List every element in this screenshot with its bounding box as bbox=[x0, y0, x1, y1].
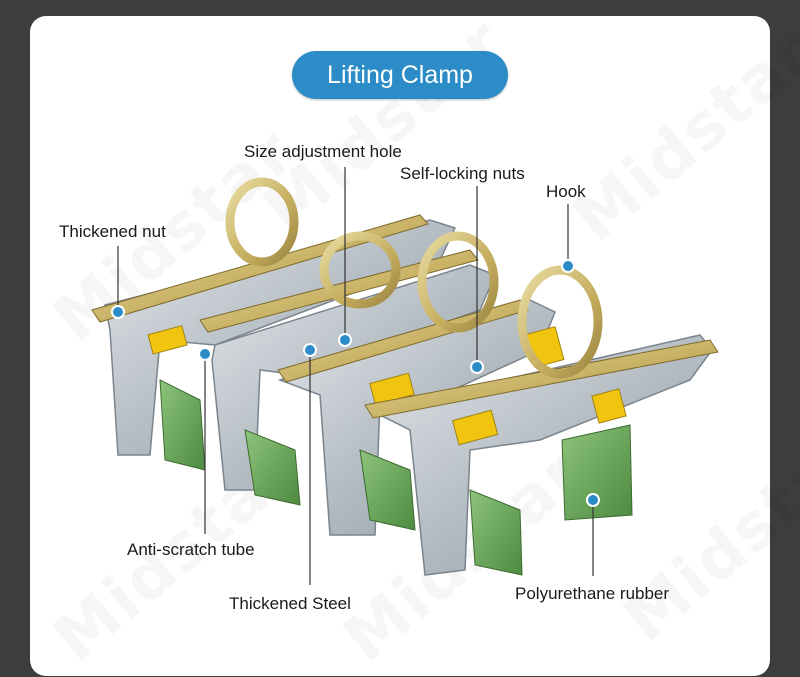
label-hook: Hook bbox=[546, 182, 586, 201]
clamp-3 bbox=[277, 231, 556, 536]
label-anti-scratch-tube: Anti-scratch tube bbox=[127, 540, 255, 559]
marker-dots bbox=[111, 259, 600, 507]
clamp-2 bbox=[199, 231, 496, 506]
clamp-4 bbox=[364, 265, 719, 576]
leader-lines bbox=[117, 167, 594, 585]
label-polyurethane-rubber: Polyurethane rubber bbox=[515, 584, 670, 603]
label-thickened-nut: Thickened nut bbox=[59, 222, 166, 241]
label-thickened-steel: Thickened Steel bbox=[229, 594, 351, 613]
label-size-adjustment-hole: Size adjustment hole bbox=[244, 142, 402, 161]
clamp-illustration bbox=[91, 167, 719, 585]
label-self-locking-nuts: Self-locking nuts bbox=[400, 164, 525, 183]
title-badge: Lifting Clamp bbox=[292, 51, 508, 99]
